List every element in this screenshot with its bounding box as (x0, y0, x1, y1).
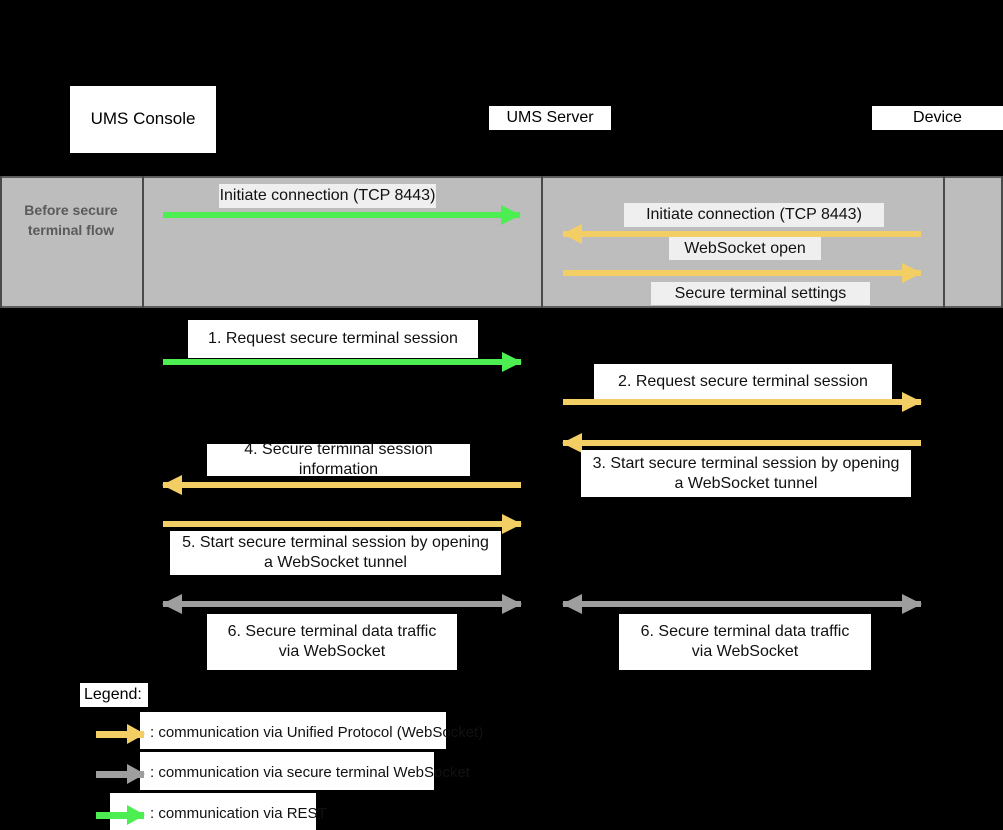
step-6-left-label: 6. Secure terminal data traffic via WebS… (207, 614, 457, 670)
actor-ums-server: UMS Server (489, 106, 611, 130)
arrow-head-right-icon (902, 594, 922, 614)
band-message-label-1: Initiate connection (TCP 8443) (624, 203, 884, 227)
step-6-right-label: 6. Secure terminal data traffic via WebS… (619, 614, 871, 670)
band-edge-left (0, 176, 2, 308)
arrow-shaft (96, 771, 144, 778)
step-5-label: 5. Start secure terminal session by open… (170, 531, 501, 575)
band-message-label-2: WebSocket open (669, 237, 821, 260)
arrow-shaft (563, 231, 921, 237)
legend-row-1-label: : communication via Unified Protocol (We… (150, 723, 484, 741)
arrow-head-right-icon (502, 594, 522, 614)
arrow-head-right-icon (127, 764, 145, 784)
legend-row-2-plate (140, 752, 434, 790)
arrow-head-right-icon (127, 805, 145, 825)
arrow-head-left-icon (162, 594, 182, 614)
arrow-head-right-icon (902, 392, 922, 412)
band-message-label-3: Secure terminal settings (651, 282, 870, 305)
actor-device-label: Device (913, 109, 962, 127)
step-4-label: 4. Secure terminal session information (207, 441, 470, 478)
arrow-head-left-icon (162, 475, 182, 495)
arrow-shaft (163, 359, 521, 365)
actor-ums-server-label: UMS Server (506, 109, 594, 127)
step-2-label: 2. Request secure terminal session (594, 364, 892, 400)
arrow-head-left-icon (562, 224, 582, 244)
arrow-shaft (563, 399, 921, 405)
band-message-label-0: Initiate connection (TCP 8443) (219, 184, 436, 208)
legend-row-2-label: : communication via secure terminal WebS… (150, 763, 470, 781)
arrow-head-right-icon (501, 205, 521, 225)
band-divider-3 (943, 176, 945, 308)
arrow-head-right-icon (502, 352, 522, 372)
legend-row-3-label: : communication via REST (150, 804, 327, 822)
band-edge-right (1001, 176, 1003, 308)
arrow-shaft (163, 601, 521, 607)
arrow-shaft (163, 212, 520, 218)
band-divider-1 (142, 176, 144, 308)
arrow-head-left-icon (562, 433, 582, 453)
actor-device: Device (872, 106, 1003, 130)
arrow-shaft (96, 731, 144, 738)
arrow-head-right-icon (902, 263, 922, 283)
step-3-label: 3. Start secure terminal session by open… (581, 450, 911, 497)
arrow-shaft (563, 601, 921, 607)
step-1-label: 1. Request secure terminal session (188, 320, 478, 358)
legend-row-1-plate (140, 712, 446, 749)
actor-ums-console-label: UMS Console (90, 109, 196, 129)
arrow-head-left-icon (562, 594, 582, 614)
arrow-shaft (96, 812, 144, 819)
band-divider-2 (541, 176, 543, 308)
arrow-shaft (563, 440, 921, 446)
phase-band-before-secure-terminal-flow (0, 176, 1003, 308)
arrow-head-right-icon (127, 724, 145, 744)
arrow-shaft (163, 482, 521, 488)
actor-ums-console: UMS Console (70, 86, 216, 153)
phase-band-label: Before secure terminal flow (24, 202, 118, 239)
arrow-head-right-icon (502, 514, 522, 534)
arrow-shaft (563, 270, 921, 276)
arrow-shaft (163, 521, 521, 527)
legend-title: Legend: (80, 683, 148, 707)
